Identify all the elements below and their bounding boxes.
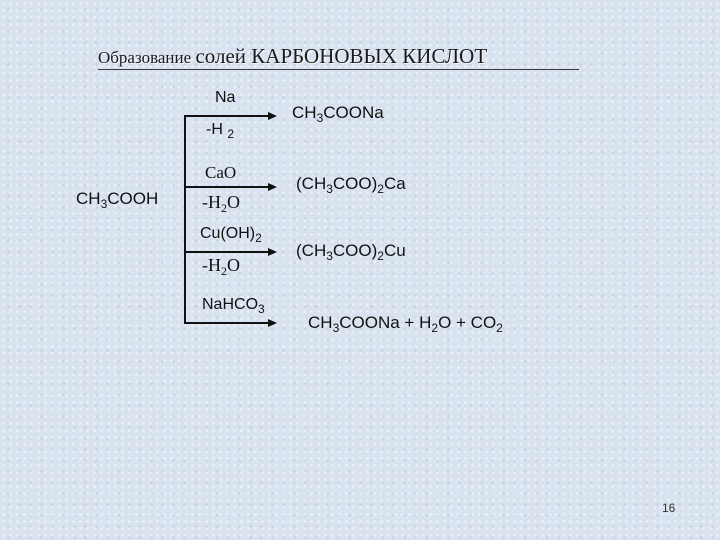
branch-3-reagent-bottom: -H2O	[202, 255, 240, 277]
branch-2-product-text-1: (CH	[296, 174, 327, 193]
branch-2-reagent-bottom-text-1: -H	[202, 192, 221, 212]
branch-4-product: CH3COONa + H2O + CO2	[308, 313, 503, 334]
branch-1-product: CH3COONa	[292, 103, 384, 124]
branch-2-product-text-3: Ca	[383, 174, 406, 193]
branch-3-reagent-bottom-text-2: O	[227, 255, 240, 275]
title-part-2: солей КАРБОНОВЫХ КИСЛОТ	[195, 44, 488, 68]
branch-3-reagent-top: Cu(OH)2	[200, 225, 262, 245]
title-part-1: Образование	[98, 48, 196, 67]
branch-4-reagent-top: NaHCO3	[202, 296, 265, 316]
branch-2-product-text-2: COO)	[332, 174, 378, 193]
branch-2-product-sub-1: 3	[326, 182, 333, 196]
branch-4-arrow-line	[184, 322, 270, 324]
branch-4-product-text-1: CH	[308, 313, 333, 332]
branch-4-product-sub-1: 3	[332, 321, 340, 335]
branch-4-product-text-3: H	[419, 313, 432, 332]
branch-3-product: (CH3COO)2Cu	[296, 241, 406, 262]
branch-2-reagent-bottom-sub: 2	[221, 201, 227, 215]
branch-2-product: (CH3COO)2Ca	[296, 174, 406, 195]
branch-1-reagent-bottom-sub: 2	[227, 127, 235, 141]
page-number: 16	[662, 501, 676, 515]
branch-4-arrowhead	[268, 319, 277, 327]
title-underline	[98, 69, 579, 70]
branch-1-reagent-bottom: -H 2	[206, 121, 235, 141]
branch-1-arrow-line	[184, 115, 270, 117]
branch-4-reagent-top-text: NaHCO	[202, 296, 259, 313]
branch-2-reagent-top: CaO	[205, 164, 236, 181]
branch-4-product-text-4: O	[438, 313, 457, 332]
branch-3-product-sub-2: 2	[377, 249, 384, 263]
branch-vertical-line	[184, 115, 186, 324]
branch-4-reagent-top-sub: 3	[258, 302, 265, 316]
branch-3-arrow-line	[184, 251, 270, 253]
branch-3-product-text-2: COO)	[332, 241, 378, 260]
branch-1-arrowhead	[268, 112, 277, 120]
branch-2-reagent-bottom-text-2: O	[227, 192, 240, 212]
branch-3-reagent-bottom-sub: 2	[221, 264, 227, 278]
branch-3-product-text-3: Cu	[383, 241, 406, 260]
branch-1-reagent-bottom-text: -H	[206, 121, 228, 138]
branch-2-product-sub-2: 2	[377, 182, 384, 196]
branch-2-arrow-line	[184, 186, 270, 188]
branch-1-product-text-1: CH	[292, 103, 317, 122]
branch-4-product-text-6: CO	[470, 313, 497, 332]
branch-3-reagent-top-text: Cu(OH)	[200, 225, 256, 242]
branch-1-reagent-top: Na	[215, 90, 235, 106]
branch-1-reagent-top-text: Na	[215, 89, 236, 106]
branch-3-arrowhead	[268, 248, 277, 256]
branch-1-product-sub-1: 3	[316, 111, 324, 125]
branch-4-product-text-2: COONa +	[339, 313, 420, 332]
reactant-text-1: CH	[76, 189, 101, 208]
branch-2-reagent-bottom: -H2O	[202, 192, 240, 214]
branch-3-reagent-bottom-text-1: -H	[202, 255, 221, 275]
reactant-sub-1: 3	[100, 197, 108, 211]
reactant-text-2: COOH	[107, 189, 159, 208]
branch-3-reagent-top-sub: 2	[255, 231, 262, 245]
branch-3-product-sub-1: 3	[326, 249, 333, 263]
branch-4-product-sub-3: 2	[496, 321, 503, 335]
branch-3-product-text-1: (CH	[296, 241, 327, 260]
branch-2-arrowhead	[268, 183, 277, 191]
branch-2-reagent-top-text: CaO	[205, 163, 237, 182]
branch-4-product-sub-2: 2	[431, 321, 439, 335]
reactant-acetic-acid: CH3COOH	[76, 189, 159, 210]
branch-4-product-text-5: +	[456, 313, 471, 332]
branch-1-product-text-2: COONa	[323, 103, 384, 122]
slide-title: Образование солей КАРБОНОВЫХ КИСЛОТ	[98, 44, 487, 69]
